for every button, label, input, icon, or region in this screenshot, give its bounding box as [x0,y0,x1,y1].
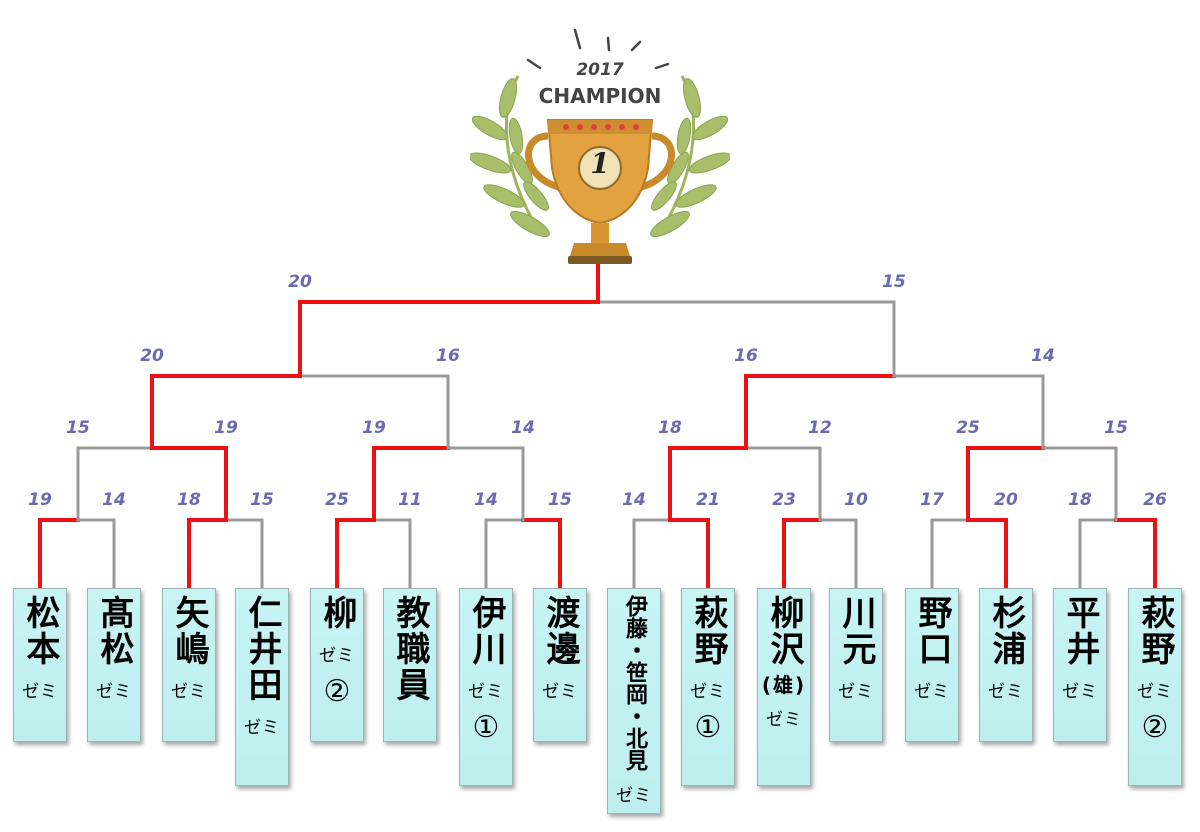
round1-score: 18 [1068,490,1092,510]
team-suffix: ゼミ [1062,682,1098,702]
team-name: 松本 [20,595,60,667]
round1-score: 19 [28,490,52,510]
round3-score: 16 [734,346,758,366]
team-box: 仁井田ゼミ [235,588,289,786]
team-name: 萩野 [1135,595,1175,667]
team-number-badge: ① [472,710,500,745]
team-name: 髙松 [94,595,134,667]
round1-score: 15 [548,490,572,510]
team-name: 仁井田 [242,595,282,703]
team-box: 萩野ゼミ ② [1128,588,1182,786]
team-suffix: ゼミ [244,718,280,738]
round1-score: 23 [772,490,796,510]
round2-score: 19 [362,418,386,438]
team-suffix: ゼミ [1137,682,1173,702]
round1-score: 11 [398,490,422,510]
team-suffix: ゼミ [96,682,132,702]
team-name: 野口 [912,595,952,667]
team-box: 川元ゼミ [829,588,883,742]
team-box: 伊川ゼミ ① [459,588,513,786]
team-box: 髙松ゼミ [87,588,141,742]
round2-score: 15 [1104,418,1128,438]
round1-score: 17 [920,490,944,510]
team-suffix: ゼミ [22,682,58,702]
team-box: 平井ゼミ [1053,588,1107,742]
final-score: 15 [882,272,906,292]
team-suffix: ゼミ [319,646,355,666]
team-name: 平井 [1060,595,1100,667]
team-box: 矢嶋ゼミ [162,588,216,742]
team-box: 野口ゼミ [905,588,959,742]
team-suffix: ゼミ [542,682,578,702]
round3-score: 20 [140,346,164,366]
team-box: 松本ゼミ [13,588,67,742]
round1-score: 14 [622,490,646,510]
round1-score: 10 [844,490,868,510]
team-suffix: ゼミ [468,682,504,702]
round1-score: 26 [1143,490,1167,510]
team-box: 教職員 [383,588,437,742]
champion-trophy-icon [470,28,730,264]
team-box: 杉浦ゼミ [979,588,1033,742]
round1-score: 15 [250,490,274,510]
team-box: 渡邊ゼミ [533,588,587,742]
team-suffix: ゼミ [838,682,874,702]
trophy-number: 1 [590,147,610,180]
team-name: 伊川 [466,595,506,667]
round2-score: 15 [66,418,90,438]
round1-score: 25 [325,490,349,510]
round3-score: 16 [436,346,460,366]
team-box: 柳ゼミ ② [310,588,364,742]
team-name: 柳沢 [764,595,804,667]
round1-score: 14 [474,490,498,510]
round2-score: 14 [511,418,535,438]
round1-score: 21 [696,490,720,510]
team-suffix: ゼミ [914,682,950,702]
round2-score: 25 [956,418,980,438]
round3-score: 14 [1031,346,1055,366]
round2-score: 19 [214,418,238,438]
team-box: 萩野ゼミ ① [681,588,735,786]
team-name: 川元 [836,595,876,667]
round2-score: 18 [658,418,682,438]
trophy-year: 2017 [576,60,624,80]
team-name: 矢嶋 [169,595,209,667]
team-suffix: ゼミ [988,682,1024,702]
team-suffix: ゼミ [690,682,726,702]
final-score: 20 [288,272,312,292]
team-number-badge: ① [694,710,722,745]
team-name: 伊藤・笹岡・北見 [622,595,647,771]
team-suffix: ゼミ [766,710,802,730]
round1-score: 20 [994,490,1018,510]
round2-score: 12 [808,418,832,438]
round1-score: 14 [102,490,126,510]
team-suffix: ゼミ [616,786,652,806]
team-suffix: ゼミ [171,682,207,702]
team-number-badge: ② [1141,710,1169,745]
team-name-note: (雄) [761,673,807,697]
round1-score: 18 [177,490,201,510]
team-name: 教職員 [390,595,430,703]
team-box: 柳沢 (雄) ゼミ [757,588,811,786]
team-name: 杉浦 [986,595,1026,667]
team-name: 柳 [317,595,357,631]
team-name: 渡邊 [540,595,580,667]
team-name: 萩野 [688,595,728,667]
team-number-badge: ② [323,674,351,709]
team-box: 伊藤・笹岡・北見ゼミ [607,588,661,814]
trophy-champion-label: CHAMPION [538,84,662,108]
